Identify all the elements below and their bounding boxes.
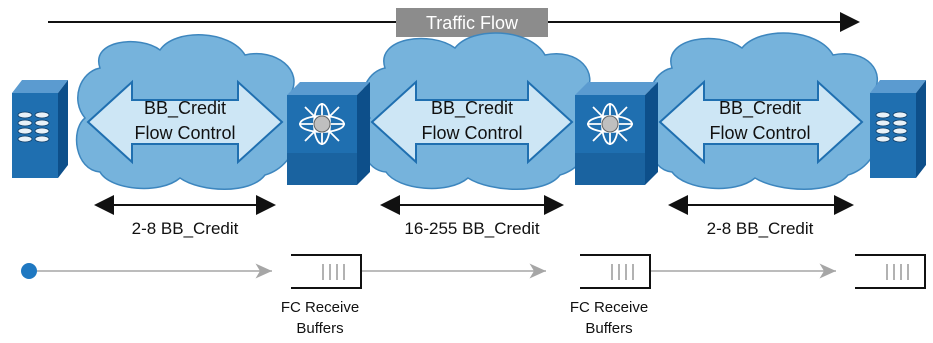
fabric-switch-icon-2 <box>575 82 658 185</box>
cloud-left-line1: BB_Credit <box>144 98 226 119</box>
cloud-right-line1: BB_Credit <box>719 98 801 119</box>
server-icon-right <box>870 80 926 178</box>
traffic-flow-label-box <box>396 8 548 37</box>
flow-control-arrow-left <box>86 79 284 165</box>
receive-buffer-queue-3 <box>855 254 926 289</box>
source-dot <box>21 263 37 279</box>
buffer-label-2-line1: FC Receive <box>570 299 648 316</box>
credit-range-label-right: 2-8 BB_Credit <box>707 219 814 238</box>
server-icon <box>12 80 68 178</box>
cloud-middle-line1: BB_Credit <box>431 98 513 119</box>
cloud-left-line2: Flow Control <box>134 123 235 143</box>
credit-range-label-left: 2-8 BB_Credit <box>132 219 239 238</box>
buffer-label-1-line2: Buffers <box>296 320 343 337</box>
cloud-right-line2: Flow Control <box>709 123 810 143</box>
credit-range-label-middle: 16-255 BB_Credit <box>404 219 539 238</box>
fabric-switch-icon-1 <box>287 82 370 185</box>
receive-buffer-queue-2 <box>580 254 651 289</box>
buffer-label-1-line1: FC Receive <box>281 299 359 316</box>
cloud-middle-line2: Flow Control <box>421 123 522 143</box>
flow-control-arrow-middle <box>370 79 574 165</box>
flow-control-arrow-right <box>658 79 864 165</box>
receive-buffer-queue-1 <box>291 254 362 289</box>
buffer-label-2-line2: Buffers <box>585 320 632 337</box>
traffic-flow-label: Traffic Flow <box>426 13 519 33</box>
